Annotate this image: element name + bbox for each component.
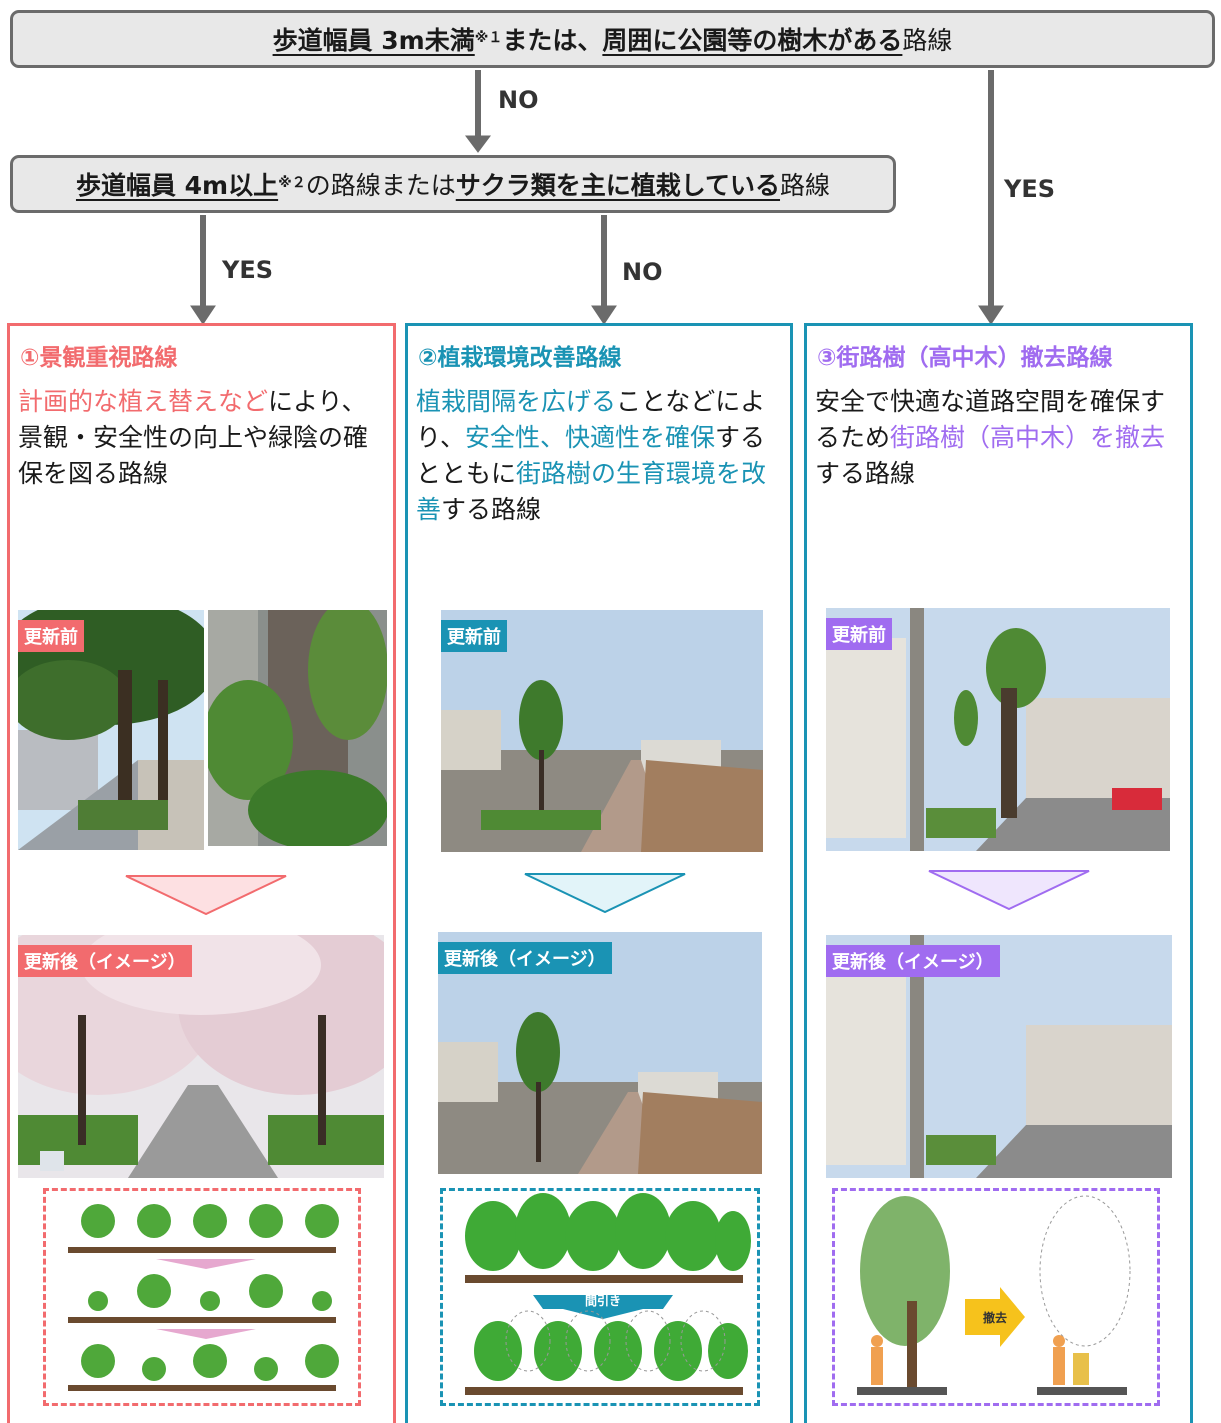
col2-after-photo: 更新後（イメージ） [438, 932, 762, 1174]
column-environment: ②植栽環境改善路線 植栽間隔を広げることなどにより、安全性、快適性を確保するとと… [405, 323, 793, 1423]
label-no-2: NO [622, 258, 663, 286]
q1-footnote: ※１ [474, 30, 503, 46]
col2-highlight-1: 植栽間隔を広げる [416, 387, 617, 416]
label-yes-left: YES [222, 256, 274, 284]
planting-rows-illustration [68, 1204, 339, 1391]
q1-part2: または、 [502, 26, 603, 55]
col1-text: により、景観・安全性の向上や緑陰の確保を図る路線 [18, 387, 369, 488]
q2-part3: サクラ類を主に植栽している [455, 171, 781, 200]
col1-before-photo-a: 更新前 [18, 610, 204, 850]
col3-before-tag: 更新前 [826, 618, 892, 650]
col2-highlight-2: 安全性、快適性を確保 [465, 423, 716, 452]
arrow-yes-left [190, 305, 216, 325]
col1-before-photo-b [208, 610, 387, 846]
col1-after-tag: 更新後（イメージ） [18, 945, 192, 977]
q1-part4: 路線 [902, 26, 953, 55]
col2-after-tag: 更新後（イメージ） [438, 942, 612, 974]
q2-part1: 歩道幅員 4m以上 [75, 171, 279, 200]
col3-after-photo: 更新後（イメージ） [826, 935, 1172, 1178]
q2-part4: 路線 [780, 171, 831, 200]
col1-before-tag: 更新前 [18, 620, 84, 652]
col1-description: 計画的な植え替えなどにより、景観・安全性の向上や緑陰の確保を図る路線 [18, 384, 387, 492]
column-landscape: ①景観重視路線 計画的な植え替えなどにより、景観・安全性の向上や緑陰の確保を図る… [7, 323, 396, 1423]
col1-down-triangle [125, 875, 287, 915]
q2-part2: の路線または [305, 171, 456, 200]
col3-text-1: 安全で快適な道路空間を確保するため [815, 387, 1166, 452]
removal-illustration: 撤去 [857, 1195, 1131, 1395]
q1-part3: 周囲に公園等の樹木がある [602, 26, 903, 55]
q1-part1: 歩道幅員 3m未満 [272, 26, 475, 55]
thinning-label: 間引き [585, 1294, 621, 1308]
col3-title: ③街路樹（高中木）撤去路線 [817, 345, 1113, 371]
col2-description: 植栽間隔を広げることなどにより、安全性、快適性を確保するとともに街路樹の生育環境… [416, 384, 784, 528]
col2-text-2: するとともに [416, 423, 766, 488]
col2-planting-diagram: 間引き [440, 1188, 760, 1406]
col3-removal-diagram: 撤去 [832, 1188, 1160, 1406]
col3-down-triangle [928, 870, 1090, 910]
col1-title: ①景観重視路線 [20, 345, 178, 371]
arrow-no1 [465, 135, 491, 153]
removal-label: 撤去 [983, 1310, 1007, 1325]
col1-after-photo: 更新後（イメージ） [18, 935, 384, 1178]
col3-text-2: する路線 [815, 459, 916, 488]
column-removal: ③街路樹（高中木）撤去路線 安全で快適な道路空間を確保するため街路樹（高中木）を… [804, 323, 1193, 1423]
col2-title: ②植栽環境改善路線 [418, 345, 622, 371]
arrow-yes-right [978, 305, 1004, 325]
q2-footnote: ※２ [278, 175, 306, 191]
col1-planting-diagram [43, 1188, 361, 1406]
col2-before-photo: 更新前 [441, 610, 763, 852]
tree-trunk-illustration [208, 610, 387, 846]
col2-down-triangle [524, 873, 686, 913]
col2-before-tag: 更新前 [441, 620, 507, 652]
label-no-1: NO [498, 86, 539, 114]
label-yes-right: YES [1004, 175, 1056, 203]
thinning-illustration: 間引き [465, 1193, 751, 1395]
arrow-no2 [591, 305, 617, 325]
col1-highlight: 計画的な植え替えなど [18, 387, 269, 416]
street-before-removal-illustration [826, 608, 1170, 851]
col2-text-3: する路線 [441, 495, 542, 524]
col3-description: 安全で快適な道路空間を確保するため街路樹（高中木）を撤去する路線 [815, 384, 1184, 492]
col3-before-photo: 更新前 [826, 608, 1170, 851]
col2-highlight-3: 街路樹の生育環境を改善 [416, 459, 767, 524]
flow-arrows [190, 70, 1004, 325]
col2-text-1: ことなどにより、 [416, 387, 766, 452]
col3-after-tag: 更新後（イメージ） [826, 945, 1000, 977]
col3-highlight: 街路樹（高中木）を撤去 [890, 423, 1166, 452]
